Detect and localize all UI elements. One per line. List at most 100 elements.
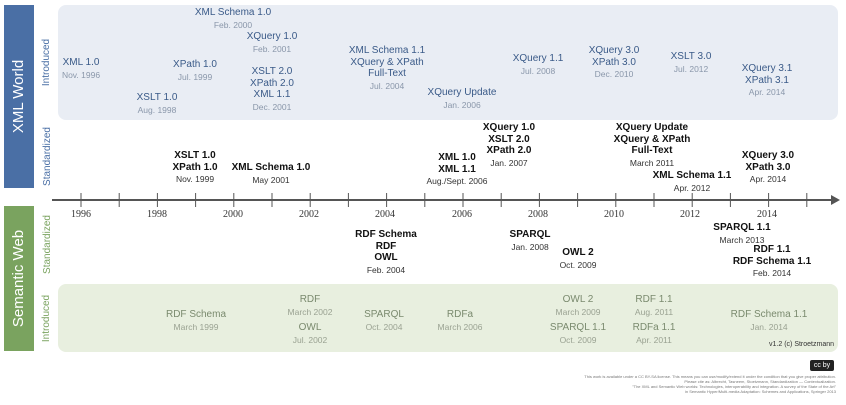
event-label: XML 1.0 bbox=[62, 57, 100, 68]
event-label: XSLT 1.0 bbox=[136, 92, 178, 103]
event-label: Full-Text bbox=[368, 68, 406, 79]
event-label: XPath 1.0 bbox=[172, 161, 218, 173]
event-label: XQuery 1.1 bbox=[512, 53, 564, 64]
sw-introduced-sublabel: Introduced bbox=[41, 294, 53, 342]
event-label: XSLT 1.0 bbox=[174, 150, 216, 161]
event-date: Nov. 1999 bbox=[175, 174, 215, 184]
xml-standardized-sublabel: Standardized bbox=[41, 126, 53, 186]
event-label: XPath 2.0 bbox=[250, 77, 294, 89]
event-date: Apr. 2011 bbox=[636, 334, 672, 345]
event-date: Jan. 2007 bbox=[490, 157, 528, 168]
event-label: RDF 1.1 bbox=[753, 244, 791, 255]
event-date: March 2006 bbox=[437, 321, 483, 332]
event-label: OWL 2 bbox=[562, 294, 594, 305]
semantic-web-label-box: Semantic Web bbox=[4, 206, 34, 351]
event-label: XQuery 3.1 bbox=[741, 63, 793, 74]
event-label: RDF 1.1 bbox=[635, 294, 673, 305]
sw-standardized-sublabel: Standardized bbox=[41, 214, 53, 274]
event-date: March 2011 bbox=[629, 157, 675, 168]
event-label: SPARQL 1.1 bbox=[713, 222, 771, 233]
event-date: Dec. 2001 bbox=[252, 101, 292, 112]
event-label: SPARQL 1.1 bbox=[549, 322, 607, 333]
event-label: XPath 1.0 bbox=[173, 59, 217, 70]
event-date: March 2013 bbox=[719, 234, 765, 245]
event-label: SPARQL bbox=[364, 309, 404, 320]
event-date: Jul. 2012 bbox=[673, 63, 709, 74]
event-date: Apr. 2014 bbox=[748, 87, 786, 97]
xml-introduced-sublabel: Introduced bbox=[41, 38, 53, 87]
event-label: XQuery 1.0 bbox=[246, 31, 298, 42]
event-label: XML 1.1 bbox=[438, 163, 476, 175]
event-date: Nov. 1996 bbox=[61, 69, 101, 80]
event-label: XQuery 1.0 bbox=[482, 122, 536, 133]
event-date: Feb. 2014 bbox=[752, 268, 792, 278]
event-label: XQuery 3.0 bbox=[588, 45, 640, 56]
event-label: XQuery & XPath bbox=[350, 56, 424, 68]
event-date: Jul. 2008 bbox=[520, 65, 556, 76]
event-label: RDF Schema bbox=[355, 229, 417, 240]
event-date: March 2002 bbox=[287, 306, 333, 317]
event-label: XQuery 3.0 bbox=[741, 150, 795, 161]
year-label: 2008 bbox=[528, 209, 548, 220]
event-date: Aug. 1998 bbox=[137, 104, 177, 115]
event-label: RDF Schema 1.1 bbox=[730, 309, 808, 320]
year-label: 2006 bbox=[452, 209, 472, 220]
event-date: Apr. 2014 bbox=[749, 174, 787, 184]
event-label: RDFa 1.1 bbox=[632, 322, 676, 333]
event-label: XML 1.0 bbox=[438, 152, 476, 163]
year-label: 2000 bbox=[223, 209, 243, 220]
event-date: Jan. 2014 bbox=[750, 321, 788, 332]
event-date: Aug. 2011 bbox=[634, 306, 674, 317]
event-label: RDF bbox=[299, 294, 321, 305]
event-date: Jul. 2004 bbox=[369, 80, 405, 91]
event-label: OWL bbox=[374, 252, 398, 263]
event-date: Oct. 2009 bbox=[559, 259, 597, 270]
event-label: RDF Schema 1.1 bbox=[732, 255, 812, 267]
year-label: 1996 bbox=[71, 209, 91, 220]
xml-world-label-box: XML World bbox=[4, 5, 34, 188]
event-date: Apr. 2012 bbox=[673, 182, 711, 193]
year-label: 2014 bbox=[757, 209, 777, 220]
event-date: Oct. 2004 bbox=[365, 321, 403, 332]
year-label: 2002 bbox=[299, 209, 319, 220]
event-label: RDFa bbox=[446, 309, 474, 320]
event-label: XQuery Update bbox=[615, 122, 689, 133]
event-date: Feb. 2000 bbox=[213, 19, 253, 30]
event-label: XML 1.1 bbox=[253, 89, 291, 100]
event-date: Jan. 2006 bbox=[443, 99, 481, 110]
event-date: Jul. 1999 bbox=[177, 71, 213, 82]
event-label: XPath 2.0 bbox=[486, 145, 532, 156]
event-date: Feb. 2001 bbox=[252, 43, 292, 54]
year-label: 1998 bbox=[147, 209, 167, 220]
